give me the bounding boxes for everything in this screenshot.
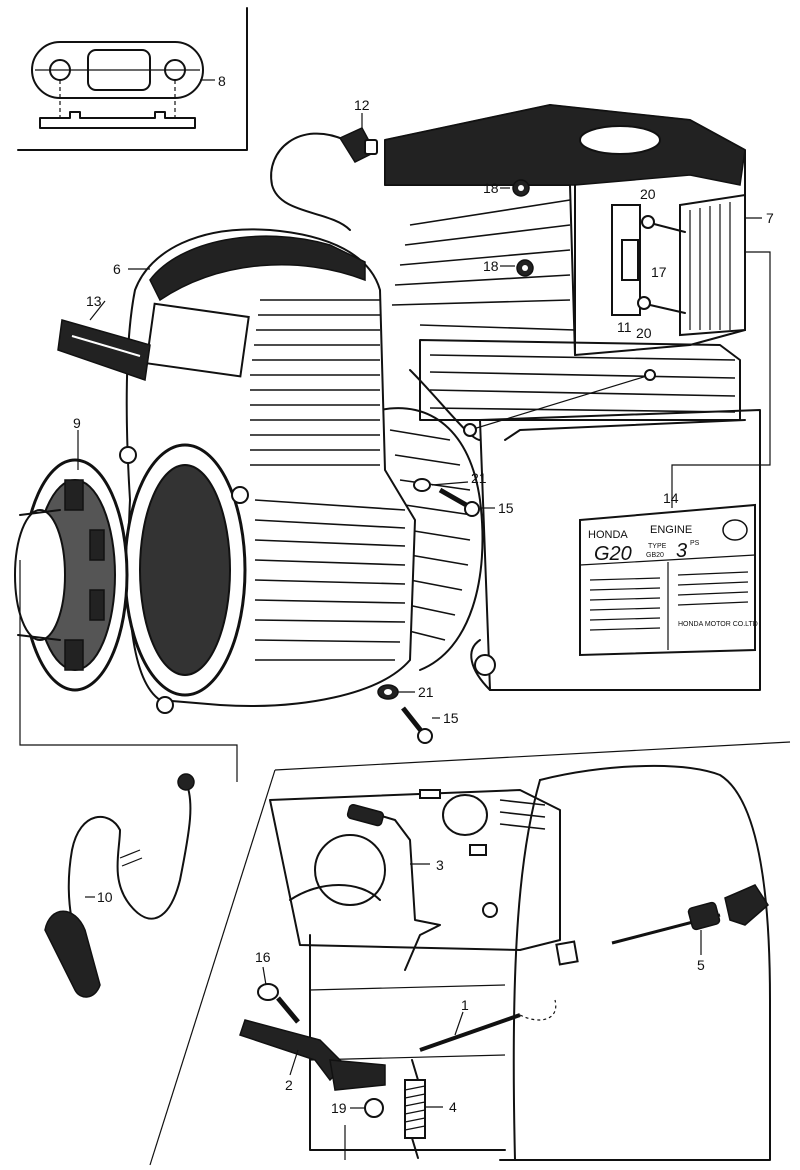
callout-5: 5 [697,957,705,973]
callout-2: 2 [285,1077,293,1093]
fan-cover-shroud [384,104,746,356]
callout-15-upper: 15 [498,500,514,516]
nameplate-engine: ENGINE [650,524,692,536]
starter-pulley [14,458,129,692]
callout-21-lower: 21 [418,684,434,700]
washer-21-upper [413,478,431,492]
nameplate-power-unit: PS [690,540,700,547]
callout-9: 9 [73,415,81,431]
engine-nameplate: HONDA ENGINE G20 TYPE GB20 3 PS HONDA MO… [579,503,758,657]
callout-20-upper: 20 [640,186,656,202]
callout-6: 6 [113,261,121,277]
carburetor-body [269,789,561,951]
ignition-cable [44,773,195,998]
nuts-18 [512,179,534,277]
muffler-gasket [31,41,204,129]
nut-19 [364,1098,384,1118]
fuel-tank [499,764,771,1161]
inset-frame [17,7,248,151]
nameplate-type-label: TYPE [648,543,667,550]
callout-21-upper: 21 [471,470,487,486]
cylinder-fins-upper [391,199,741,421]
callout-14: 14 [663,490,679,506]
callout-numbers: 1 2 3 4 5 6 7 8 9 10 11 12 13 14 15 15 1… [73,73,774,1116]
bolt-16 [257,983,300,1024]
callout-3: 3 [436,857,444,873]
callout-15-lower: 15 [443,710,459,726]
callout-11: 11 [617,319,632,335]
callout-7: 7 [766,210,774,226]
governor-rod [346,803,441,971]
callout-18-lower: 18 [483,258,499,274]
callout-12: 12 [354,97,370,113]
callout-18-upper: 18 [483,180,499,196]
choke-knob-rod [611,884,769,945]
bolt-15-upper [438,487,480,517]
engine-base-lower [309,934,506,1151]
governor-arm [239,1019,386,1091]
nameplate-model: G20 [594,543,632,565]
callout-8: 8 [218,73,226,89]
nameplate-maker: HONDA MOTOR CO.LTD [678,621,758,628]
washer-21-lower [377,684,399,700]
spark-plug-cap [270,127,378,231]
leader-lines [77,79,762,1160]
callout-16: 16 [255,949,271,965]
screws-20 [637,215,686,314]
nameplate-type-code: GB20 [646,552,664,559]
heat-shield [679,193,746,337]
callout-10: 10 [97,889,113,905]
callout-1: 1 [461,997,469,1013]
bolt-15-lower [401,706,433,744]
throttle-spring [419,999,557,1052]
caution-label [57,319,151,382]
callout-19: 19 [331,1100,347,1116]
callout-20-lower: 20 [636,325,652,341]
nameplate-brand: HONDA [588,529,628,541]
fan-cover [119,228,417,714]
crankcase-body [409,369,761,691]
callout-4: 4 [449,1099,457,1115]
governor-spring [404,1059,426,1159]
callout-17: 17 [651,264,667,280]
nameplate-power: 3 [676,540,687,562]
flywheel-housing [379,407,484,671]
separator-lines [19,251,791,1166]
callout-13: 13 [86,293,102,309]
